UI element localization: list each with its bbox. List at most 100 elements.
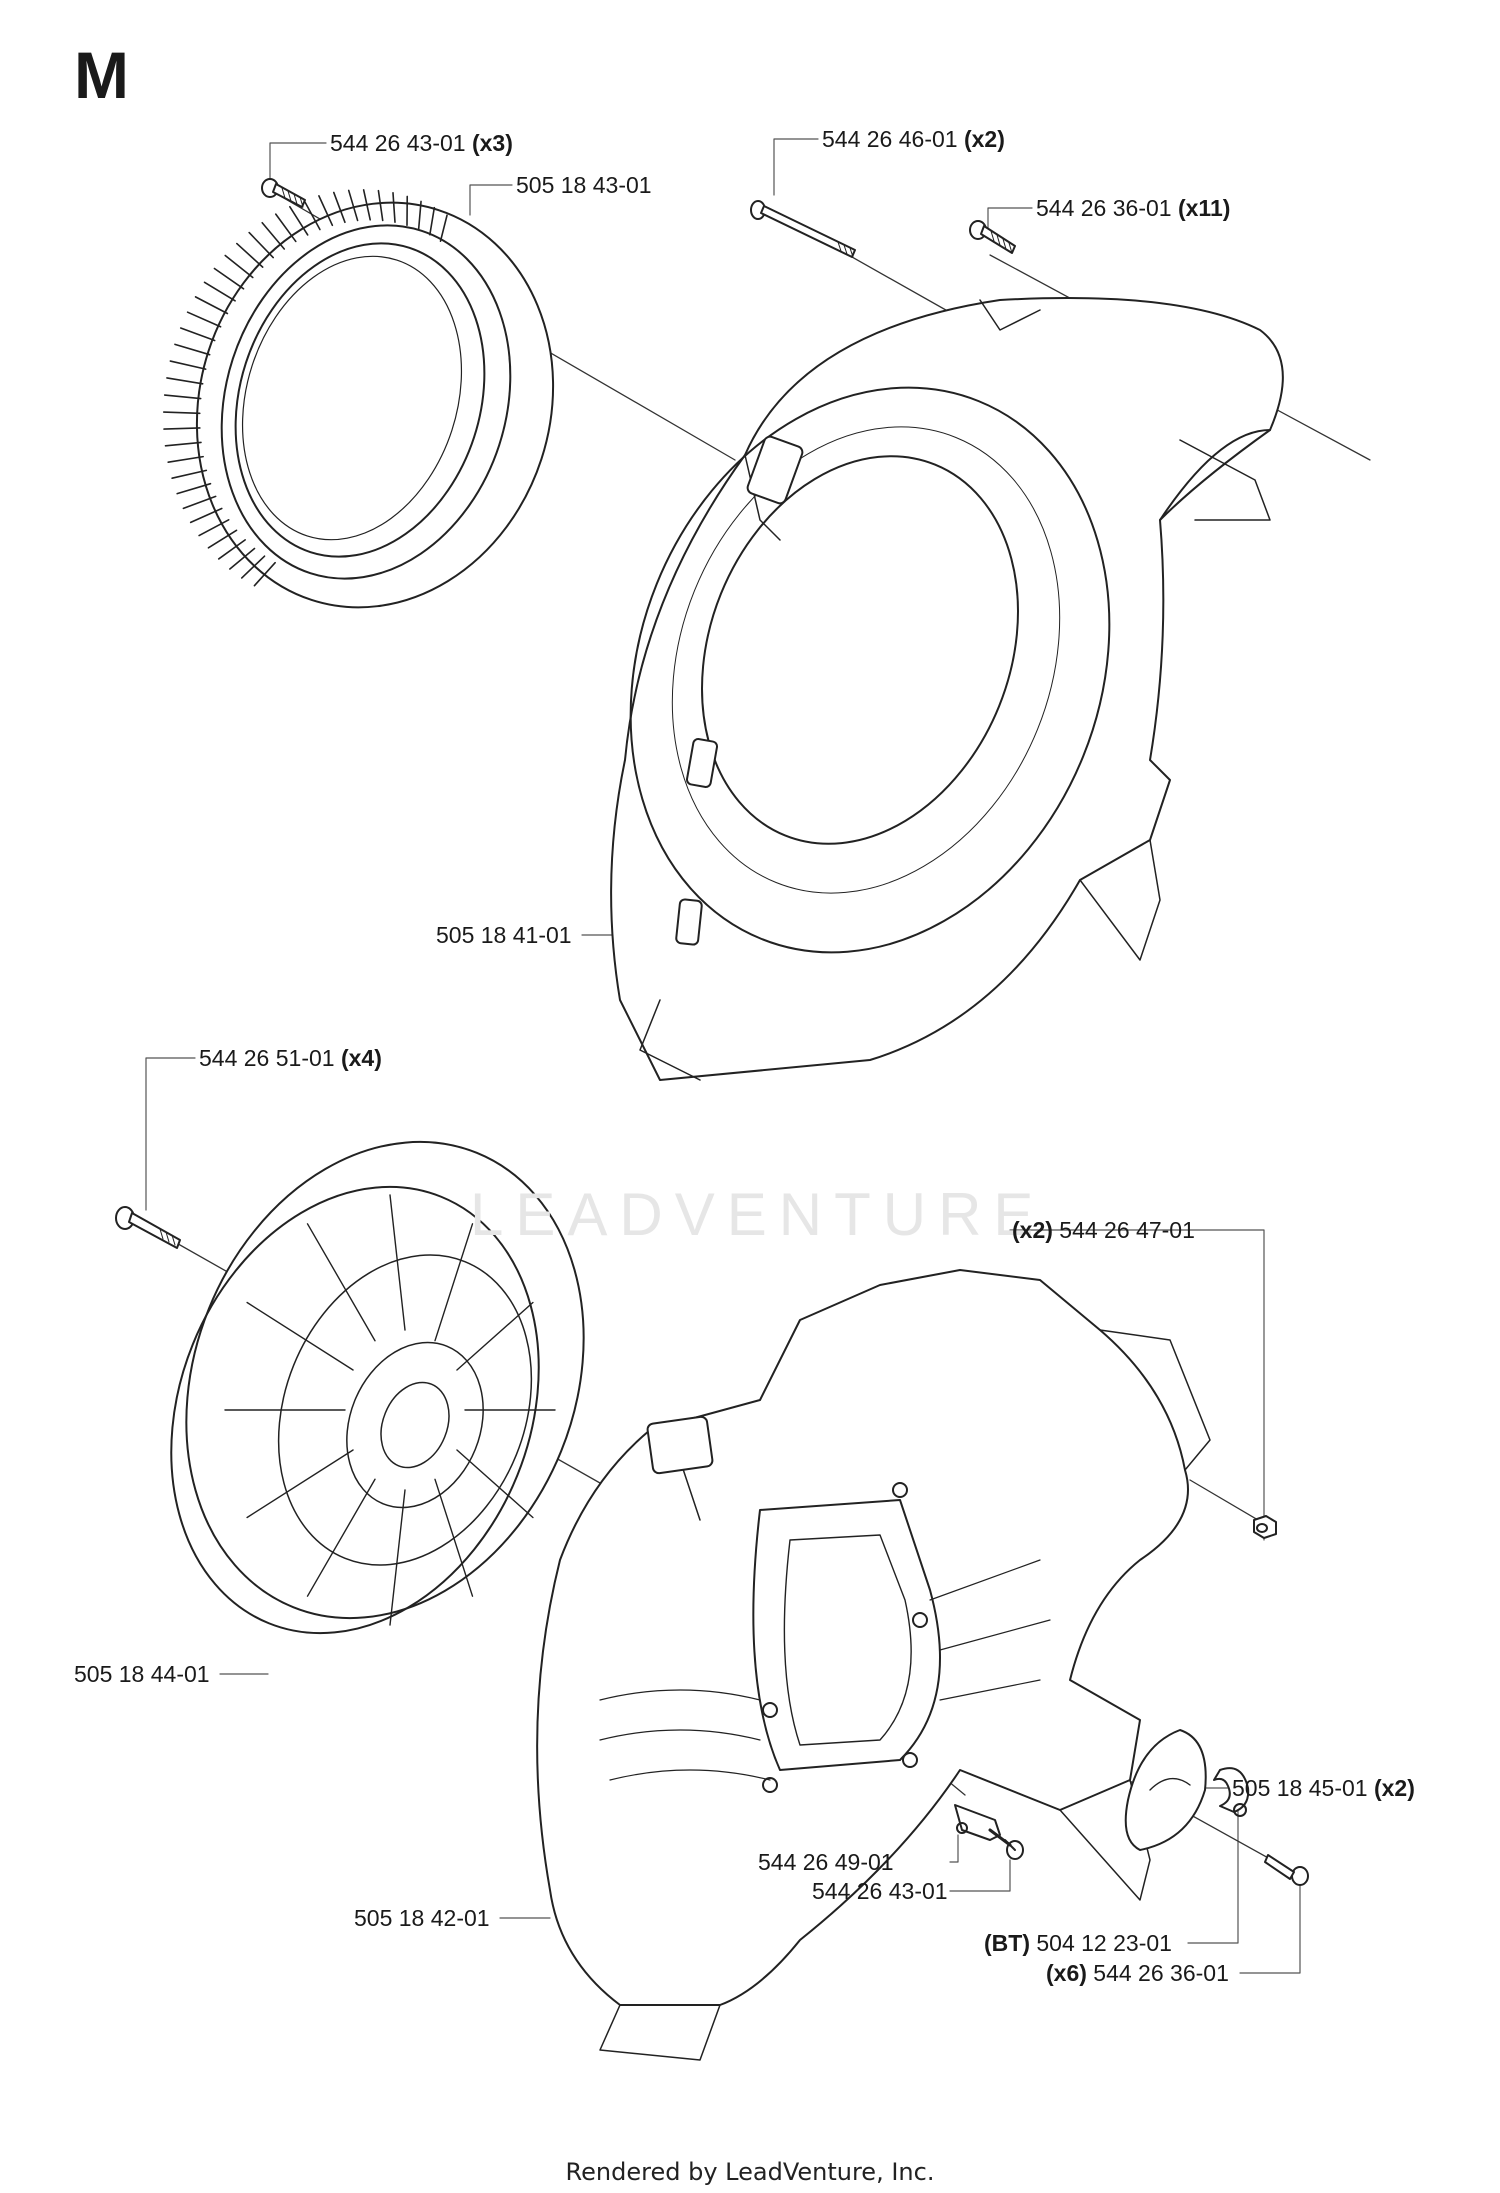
impeller-blade <box>389 1194 406 1331</box>
cooling-fin <box>189 507 223 524</box>
callout-part-number: 544 26 46-01 <box>822 126 958 152</box>
cooling-fin <box>429 206 436 236</box>
handle-cap <box>1124 1729 1207 1851</box>
callout-prefix: (BT) <box>984 1930 1030 1956</box>
cooling-fin <box>253 561 276 587</box>
cooling-fin <box>203 281 236 302</box>
impeller-blade <box>456 1301 534 1371</box>
cooling-fin <box>198 518 230 537</box>
callout-prefix: (x2) <box>1012 1217 1053 1243</box>
cooling-fin <box>166 377 204 385</box>
callout-quantity: (x11) <box>1177 195 1231 221</box>
callout-part-number: 544 26 51-01 <box>199 1045 335 1071</box>
cooling-fin <box>229 547 256 570</box>
callout-label[interactable]: 505 18 42-01 <box>354 1907 490 1930</box>
cooling-fin <box>274 213 297 243</box>
cooling-fin <box>318 195 334 227</box>
callout-label[interactable]: 505 18 43-01 <box>516 174 652 197</box>
cooling-fin-ring <box>162 189 555 609</box>
cooling-fin <box>171 469 208 479</box>
callout-part-number: 504 12 23-01 <box>1036 1930 1172 1956</box>
cable-clamp <box>1213 1767 1250 1817</box>
impeller-blade <box>434 1478 474 1597</box>
callout-label[interactable]: 544 26 51-01 (x4) <box>199 1047 382 1070</box>
cooling-fin <box>163 427 201 430</box>
cooling-fin <box>186 311 222 328</box>
impeller-blade <box>306 1478 376 1597</box>
fan-housing-rear <box>536 1269 1211 2061</box>
leader-lines <box>145 138 1301 1974</box>
cooling-fin <box>162 411 201 415</box>
callout-label[interactable]: 544 26 49-01 <box>758 1851 894 1874</box>
cooling-fin <box>174 343 211 356</box>
callout-part-number: 505 18 45-01 <box>1232 1775 1368 1801</box>
callout-label[interactable]: (x6) 544 26 36-01 <box>1046 1962 1229 1985</box>
callout-part-number: 505 18 41-01 <box>436 922 572 948</box>
cooling-fin <box>377 189 384 222</box>
cooling-fin <box>240 555 266 579</box>
cooling-fin <box>163 394 202 400</box>
callout-part-number: 544 26 49-01 <box>758 1849 894 1875</box>
cooling-fin <box>213 267 245 290</box>
impeller-blade <box>434 1223 474 1342</box>
cooling-fin <box>439 214 448 242</box>
callout-part-number: 544 26 43-01 <box>812 1878 948 1904</box>
callout-label[interactable]: 544 26 43-01 <box>812 1880 948 1903</box>
cooling-fin <box>362 189 372 221</box>
cooling-fin <box>176 482 212 495</box>
footer-credit: Rendered by LeadVenture, Inc. <box>565 2158 935 2186</box>
cooling-fin <box>224 254 254 279</box>
callout-part-number: 505 18 42-01 <box>354 1905 490 1931</box>
cooling-fin <box>182 495 217 510</box>
cooling-fin <box>167 455 204 464</box>
cooling-fin <box>261 221 286 250</box>
screw-bottom-right <box>1264 1854 1309 1886</box>
cooling-fin <box>248 231 275 259</box>
impeller-blade <box>456 1449 534 1519</box>
callout-part-number: 544 26 47-01 <box>1059 1217 1195 1243</box>
callout-prefix: (x6) <box>1046 1960 1087 1986</box>
cooling-fin <box>207 529 238 549</box>
callout-part-number: 505 18 43-01 <box>516 172 652 198</box>
fan-impeller <box>170 1140 585 1635</box>
screw-impeller <box>115 1206 181 1249</box>
cooling-fin <box>417 200 422 231</box>
impeller-blade <box>389 1489 406 1626</box>
callout-quantity: (x4) <box>340 1045 382 1071</box>
cooling-fin <box>179 327 216 342</box>
cooling-fin <box>332 191 346 224</box>
cooling-fin <box>288 205 309 236</box>
callout-label[interactable]: 544 26 43-01 (x3) <box>330 132 513 155</box>
callout-quantity: (x2) <box>963 126 1005 152</box>
callout-label[interactable]: 505 18 41-01 <box>436 924 572 947</box>
watermark: LEADVENTURE <box>470 1181 1046 1248</box>
callout-label[interactable]: 505 18 45-01 (x2) <box>1232 1777 1415 1800</box>
cooling-fin <box>303 199 321 231</box>
section-letter: M <box>74 38 129 112</box>
screw-top-left <box>261 178 306 208</box>
callout-label[interactable]: 544 26 46-01 (x2) <box>822 128 1005 151</box>
callout-label[interactable]: 544 26 36-01 (x11) <box>1036 197 1230 220</box>
cooling-fin <box>164 441 202 447</box>
clip-bracket <box>954 1804 1001 1841</box>
callout-part-number: 505 18 44-01 <box>74 1661 210 1687</box>
callout-quantity: (x3) <box>471 130 513 156</box>
cooling-fin <box>236 242 264 268</box>
impeller-blade <box>246 1301 354 1371</box>
callout-part-number: 544 26 43-01 <box>330 130 466 156</box>
screw-bottom-center <box>988 1828 1024 1860</box>
callout-label[interactable]: (x2) 544 26 47-01 <box>1012 1219 1195 1242</box>
callout-label[interactable]: (BT) 504 12 23-01 <box>984 1932 1172 1955</box>
long-bolt <box>750 200 856 258</box>
impeller-blade <box>306 1223 376 1342</box>
fan-housing-cover <box>610 297 1284 1081</box>
cooling-fin <box>169 360 207 370</box>
callout-label[interactable]: 505 18 44-01 <box>74 1663 210 1686</box>
callout-part-number: 544 26 36-01 <box>1093 1960 1229 1986</box>
cooling-fin <box>347 189 359 222</box>
impeller-blade <box>246 1449 354 1519</box>
cooling-fin <box>217 539 246 560</box>
cooling-fin <box>194 296 229 315</box>
